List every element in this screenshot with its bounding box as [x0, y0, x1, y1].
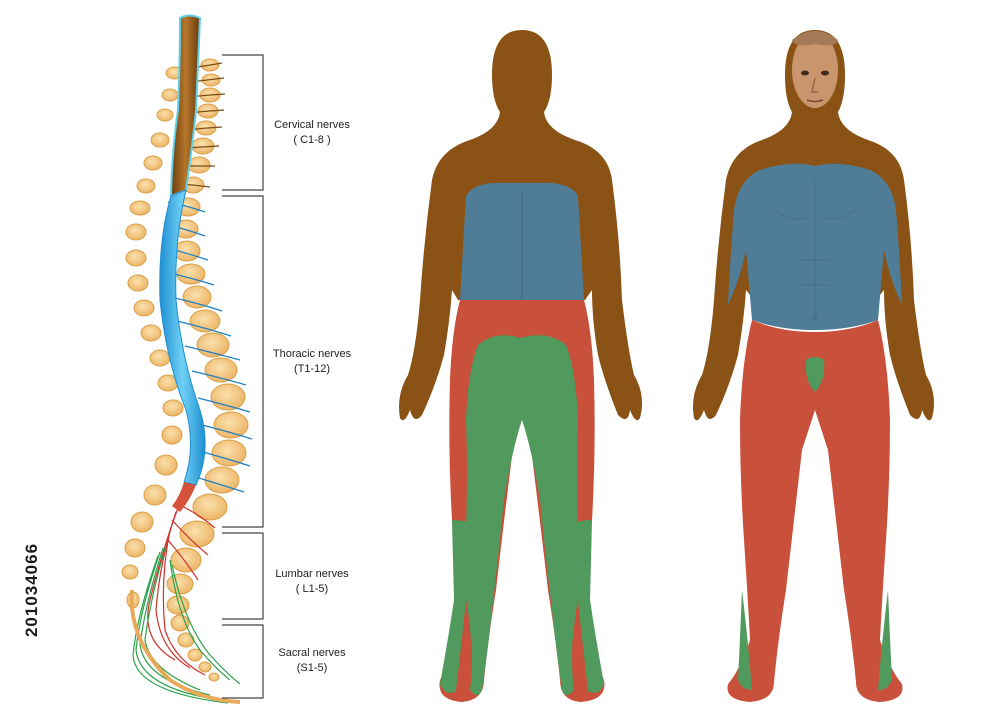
figure-back-view: [399, 30, 642, 702]
label-cervical-range: ( C1-8 ): [293, 134, 331, 146]
label-sacral-range: (S1-5): [296, 662, 328, 674]
back-heel-left: [456, 600, 472, 695]
back-body-sacral: [466, 335, 578, 695]
brainstem-cervical-cord: [169, 14, 202, 198]
front-body-lumbar: [727, 320, 903, 702]
vertebral-processes: [121, 66, 185, 609]
figure-front-view: [693, 30, 934, 702]
lumbar-nerve-lines: [147, 494, 216, 676]
bracket-lumbar: [222, 532, 264, 620]
spinal-column: [121, 14, 253, 704]
label-cervical-name: Cervical nerves: [274, 119, 350, 131]
face: [792, 31, 838, 108]
label-thoracic: Thoracic nerves (T1-12): [262, 347, 362, 377]
label-cervical: Cervical nerves ( C1-8 ): [262, 118, 362, 148]
label-sacral-name: Sacral nerves: [278, 647, 346, 659]
back-heel-right: [572, 600, 588, 695]
front-foot-left-sacral: [738, 590, 752, 690]
bracket-cervical: [222, 54, 264, 191]
bracket-sacral: [222, 624, 264, 699]
label-thoracic-name: Thoracic nerves: [272, 348, 352, 360]
back-leg-left-sacral: [440, 520, 487, 693]
label-lumbar-range: ( L1-5): [295, 583, 329, 595]
label-sacral: Sacral nerves (S1-5): [262, 646, 362, 676]
front-groin-sacral: [805, 357, 825, 392]
stock-id-watermark: 201034066: [22, 542, 41, 638]
bracket-thoracic: [222, 195, 264, 528]
label-lumbar: Lumbar nerves ( L1-5): [262, 567, 362, 597]
front-foot-right-sacral: [878, 590, 892, 690]
coccyx: [129, 589, 241, 704]
label-lumbar-name: Lumbar nerves: [275, 568, 349, 580]
region-brackets: [222, 54, 264, 699]
lumbar-spinal-cord: [172, 482, 196, 512]
sacral-nerve-lines: [132, 544, 241, 704]
back-leg-right-sacral: [557, 520, 604, 693]
label-thoracic-range: (T1-12): [293, 363, 331, 375]
